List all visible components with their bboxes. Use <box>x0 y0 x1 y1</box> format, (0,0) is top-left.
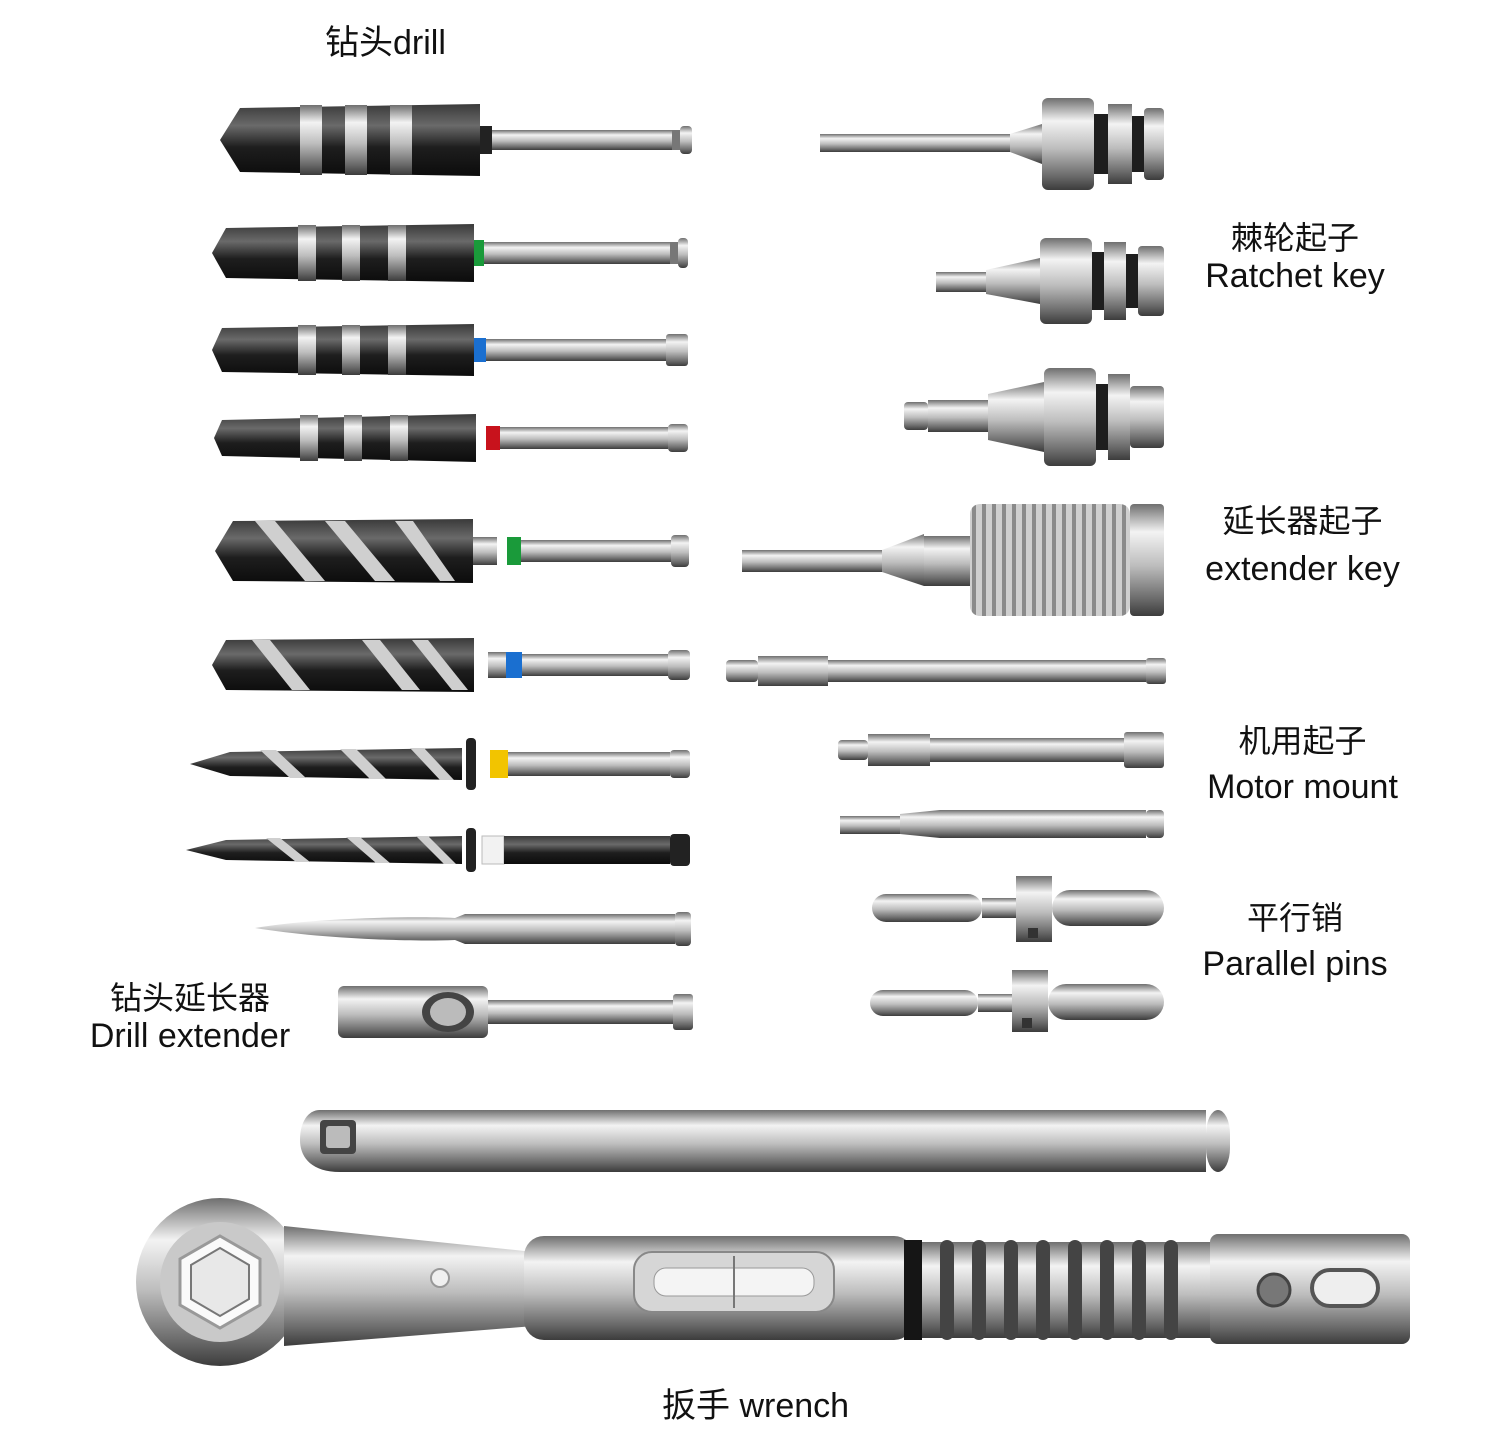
torque-wrench <box>136 1198 1410 1366</box>
extender-key-label: 延长器起子 extender key <box>1190 503 1415 589</box>
ratchet-handle-bar <box>300 1110 1230 1172</box>
drill-extender-label-zh: 钻头延长器 <box>109 979 270 1017</box>
extender-key-label-en: extender key <box>1205 549 1400 588</box>
drill-bit-8 <box>186 828 690 872</box>
parallel-pin-1 <box>872 876 1164 942</box>
ratchet-key-label-en: Ratchet key <box>1205 256 1385 295</box>
motor-mount-3 <box>840 810 1164 838</box>
parallel-pins-label-zh: 平行销 <box>1246 899 1343 937</box>
motor-mount-label-en: Motor mount <box>1207 767 1398 806</box>
wrench-label: 扳手 wrench <box>662 1387 850 1425</box>
drill-bit-2 <box>212 224 688 282</box>
drill-bit-4 <box>214 414 688 462</box>
extender-key-tool <box>742 504 1164 616</box>
drill-bit-5 <box>215 519 689 583</box>
drill-bit-1 <box>220 104 692 176</box>
parallel-pins-label-en: Parallel pins <box>1202 944 1388 983</box>
ratchet-key-2 <box>936 238 1164 324</box>
motor-mount-label-zh: 机用起子 <box>1238 722 1367 760</box>
drill-bit-9-pilot <box>255 912 691 946</box>
drill-bit-6 <box>212 638 690 692</box>
ratchet-key-label-zh: 棘轮起子 <box>1230 219 1359 257</box>
drill-label: 钻头drill <box>325 24 446 62</box>
motor-mount-2 <box>838 732 1164 768</box>
ratchet-key-1 <box>820 98 1164 190</box>
motor-mount-1 <box>726 656 1166 686</box>
ratchet-key-3 <box>904 368 1164 466</box>
drill-bit-7 <box>190 738 690 790</box>
parallel-pin-2 <box>870 970 1164 1032</box>
drill-bit-3 <box>212 324 688 376</box>
ratchet-key-label: 棘轮起子 Ratchet key <box>1190 220 1400 296</box>
extender-key-label-zh: 延长器起子 <box>1222 502 1383 540</box>
parallel-pins-label: 平行销 Parallel pins <box>1185 900 1405 984</box>
drill-extender-label: 钻头延长器 Drill extender <box>72 980 308 1056</box>
motor-mount-label: 机用起子 Motor mount <box>1190 723 1415 807</box>
drill-extender-label-en: Drill extender <box>89 1016 291 1055</box>
drill-extender-tool <box>338 986 693 1038</box>
